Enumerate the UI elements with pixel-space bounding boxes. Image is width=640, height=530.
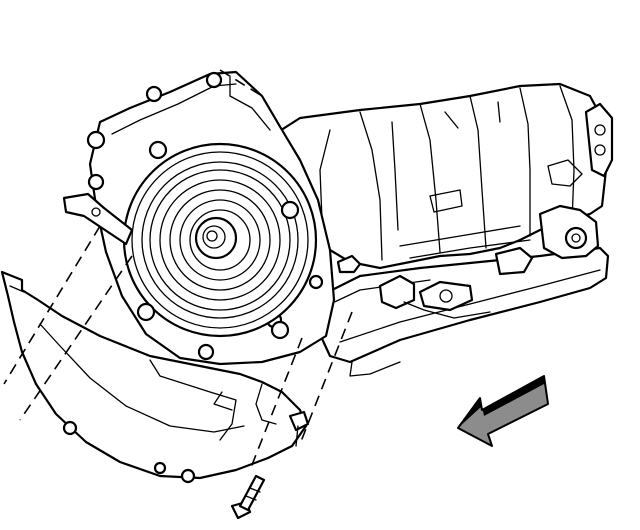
flex-plate-cover (0, 270, 308, 484)
torque-converter (122, 142, 318, 338)
pan-fasteners (288, 254, 362, 447)
mounting-bracket (62, 192, 134, 246)
tail-housing (584, 102, 614, 178)
mounting-bolt (230, 474, 266, 520)
side-components (378, 159, 600, 319)
converter-bolt-pads (136, 140, 300, 340)
front-direction-arrow-icon (457, 375, 549, 447)
oil-pan (316, 246, 610, 377)
alignment-lines (3, 69, 353, 471)
